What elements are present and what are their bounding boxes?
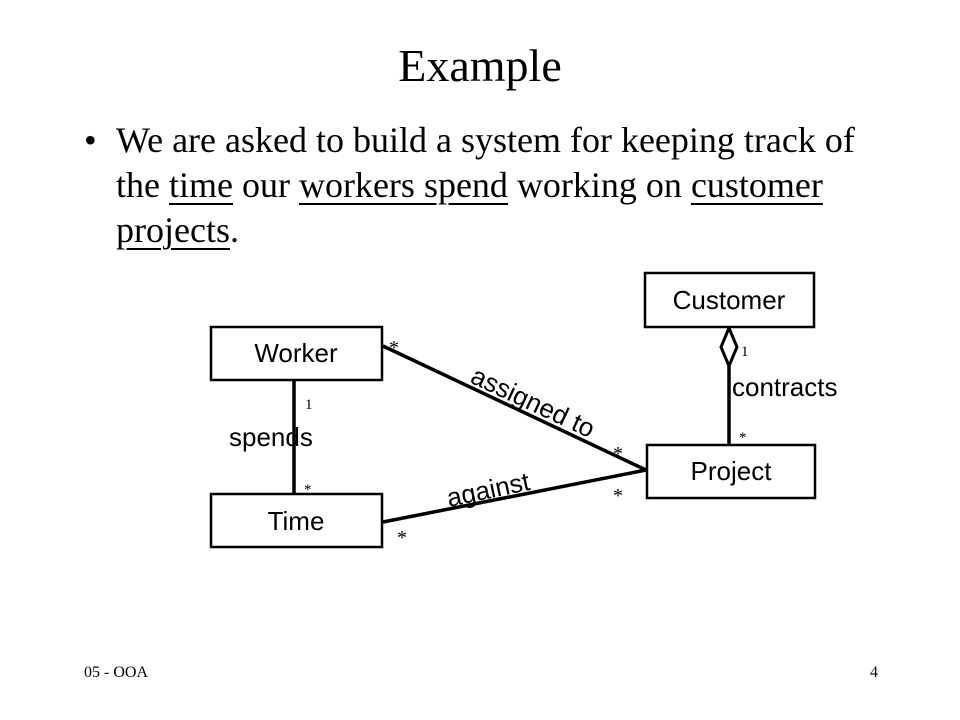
class-customer-label: Customer (673, 285, 786, 315)
spends-label: spends (229, 422, 313, 452)
bullet-text-part: . (229, 210, 239, 250)
assigned-to-line (382, 344, 647, 472)
class-time: Time (209, 492, 384, 549)
bullet-text: We are asked to build a system for keepi… (116, 118, 876, 253)
keyword-workers: workers (298, 165, 424, 205)
class-time-label: Time (268, 506, 325, 536)
class-customer: Customer (643, 271, 816, 329)
class-worker-label: Worker (254, 338, 338, 368)
bullet-dot: • (84, 120, 97, 160)
assigned-worker-multiplicity: * (389, 337, 399, 359)
assigned-project-multiplicity: * (613, 443, 623, 465)
against-project-multiplicity: * (613, 485, 623, 507)
bullet-text-part: working on (507, 165, 691, 205)
aggregation-diamond-icon (719, 324, 739, 370)
assigned-to-label: assigned to (466, 360, 599, 443)
class-project: Project (645, 443, 817, 500)
page-number: 4 (870, 664, 878, 681)
keyword-customer: customer (690, 165, 823, 205)
keyword-projects: projects (116, 210, 230, 250)
class-worker: Worker (209, 325, 384, 382)
against-label: against (444, 466, 533, 513)
keyword-time: time (168, 165, 233, 205)
spends-worker-multiplicity: 1 (305, 397, 313, 413)
footer-course: 05 - OOA (84, 664, 148, 681)
keyword-spend: spend (423, 165, 508, 205)
class-project-label: Project (691, 456, 773, 486)
contracts-project-multiplicity: * (739, 430, 747, 446)
bullet-text-part: We are asked to build a system for keepi… (116, 120, 855, 205)
against-line (382, 468, 647, 524)
slide-title: Example (398, 40, 562, 91)
against-time-multiplicity: * (397, 527, 407, 549)
spends-time-multiplicity: * (304, 482, 312, 498)
bullet-text-part: our (232, 165, 299, 205)
contracts-label: contracts (732, 372, 838, 402)
contracts-customer-multiplicity: 1 (741, 344, 749, 360)
